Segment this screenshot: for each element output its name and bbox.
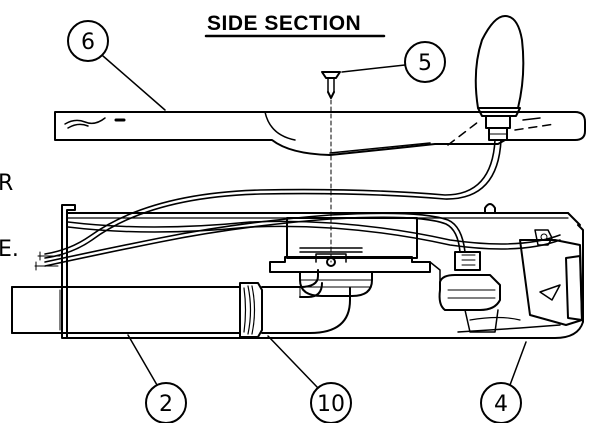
- hose-lines: [34, 139, 502, 271]
- lever-actuator: [519, 229, 583, 326]
- callout-label-10: 10: [317, 392, 345, 417]
- callout-6: 6: [67, 20, 166, 111]
- callout-10: 10: [267, 335, 352, 423]
- cabinet-body: [61, 203, 584, 339]
- drain-housing: [269, 217, 441, 297]
- screw: [321, 71, 341, 263]
- sink-deck: [54, 111, 586, 156]
- callout-5: 5: [341, 41, 446, 83]
- diagram-title: SIDE SECTION: [207, 12, 361, 35]
- callout-label-2: 2: [159, 392, 173, 417]
- callout-4: 4: [480, 341, 527, 423]
- p-trap: [239, 269, 351, 338]
- edge-text-upper: R: [0, 171, 13, 196]
- valve-assembly: [438, 251, 561, 333]
- callout-label-5: 5: [418, 51, 432, 76]
- callout-2: 2: [127, 334, 187, 423]
- edge-text-lower: E.: [0, 237, 19, 262]
- callout-label-6: 6: [81, 30, 95, 55]
- faucet-handle: [474, 15, 525, 141]
- drain-pipe: [11, 286, 241, 334]
- callout-label-4: 4: [494, 392, 508, 417]
